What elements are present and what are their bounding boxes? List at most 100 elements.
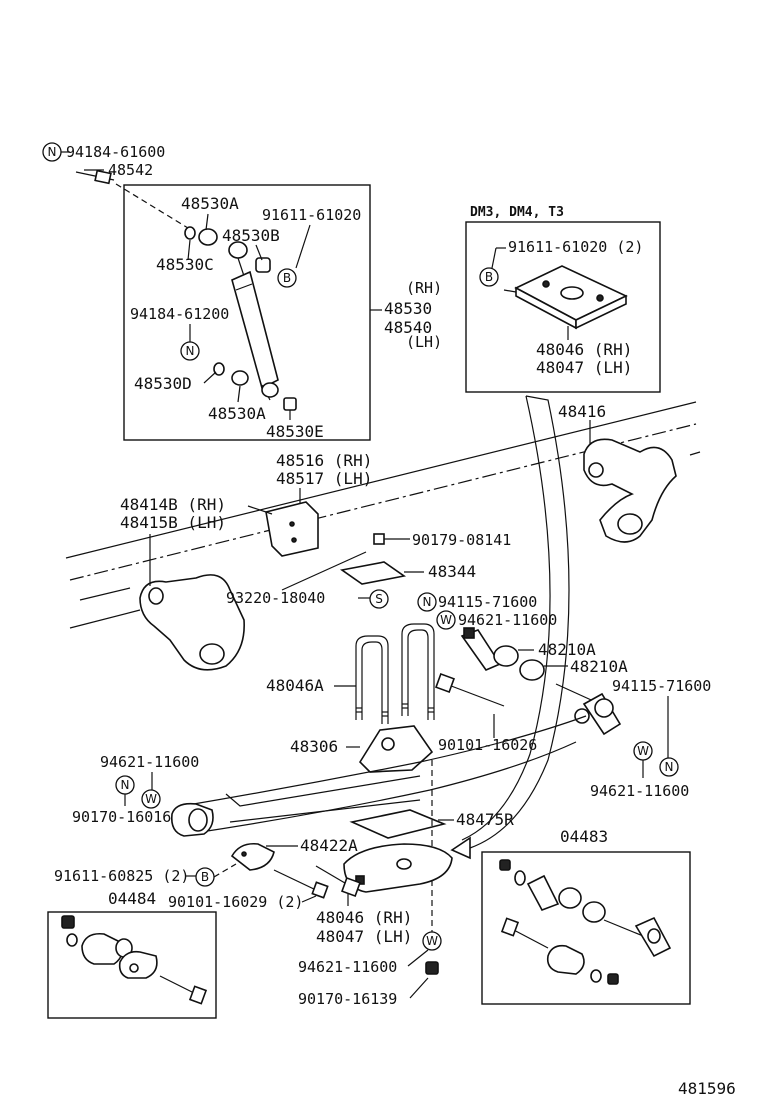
label-90179-08141: 90179-08141 bbox=[412, 531, 511, 549]
leader-48542-to-bushing bbox=[115, 183, 189, 229]
label-90170-16139: 90170-16139 bbox=[298, 990, 397, 1008]
label-94184-61200: 94184-61200 bbox=[130, 305, 229, 323]
bracket-48046-top-icon bbox=[503, 265, 628, 330]
label-48210A-b: 48210A bbox=[570, 657, 628, 676]
bushing-48530B-icon bbox=[255, 257, 271, 273]
bushing-48530D-icon bbox=[213, 362, 225, 376]
leaf-spring-icon bbox=[170, 715, 587, 837]
kit-04484-parts-icon bbox=[61, 915, 208, 1005]
symbol-b-variant-icon bbox=[479, 267, 499, 287]
kit-label-04484: 04484 bbox=[108, 889, 156, 908]
symbol-s-93220-icon bbox=[369, 589, 389, 609]
variant-header: DM3, DM4, T3 bbox=[470, 205, 564, 220]
variant-bracket-frame bbox=[465, 221, 661, 393]
symbol-n-text: N bbox=[423, 595, 432, 609]
label-48422A: 48422A bbox=[300, 836, 358, 855]
label-91611-61020-2: 91611-61020 (2) bbox=[508, 238, 643, 256]
kit-04483-parts-icon bbox=[499, 859, 672, 985]
assembly-arrow-icon bbox=[450, 395, 570, 860]
spring-seat-48046-icon bbox=[343, 843, 453, 893]
label-48516-rh: 48516 (RH) bbox=[276, 451, 372, 470]
kit-label-04483: 04483 bbox=[560, 827, 608, 846]
label-90101-16029: 90101-16029 (2) bbox=[168, 893, 303, 911]
label-48530A-bottom: 48530A bbox=[208, 404, 266, 423]
bracket-48516-icon bbox=[247, 501, 319, 557]
symbol-n-text: N bbox=[121, 778, 130, 792]
symbol-n-text: N bbox=[665, 760, 674, 774]
label-48046A: 48046A bbox=[266, 676, 324, 695]
u-bolt-48046A-icon bbox=[355, 623, 435, 724]
label-48475R: 48475R bbox=[456, 810, 514, 829]
bushing-48210A-a-icon bbox=[493, 645, 519, 667]
symbol-b-text: B bbox=[201, 870, 209, 884]
bolt-90179-icon bbox=[373, 533, 385, 545]
label-94621-11600-c: 94621-11600 bbox=[590, 782, 689, 800]
symbol-s-text: S bbox=[375, 592, 383, 606]
nut-90170-16139-icon bbox=[425, 961, 439, 975]
label-48540: 48540 bbox=[384, 318, 432, 337]
diagram-id: 481596 bbox=[678, 1079, 736, 1098]
label-94621-11600-a: 94621-11600 bbox=[458, 611, 557, 629]
label-48542: 48542 bbox=[108, 161, 153, 179]
label-48414B-rh: 48414B (RH) bbox=[120, 495, 226, 514]
bracket-48422A-icon bbox=[230, 842, 275, 871]
label-48344: 48344 bbox=[428, 562, 476, 581]
bolt-48542-icon bbox=[75, 169, 115, 185]
label-rh-48530: (RH) bbox=[406, 279, 442, 297]
label-48046-rh-top: 48046 (RH) bbox=[536, 340, 632, 359]
label-48530D: 48530D bbox=[134, 374, 192, 393]
kit-04483-frame bbox=[481, 851, 691, 1005]
label-48047-lh-top: 48047 (LH) bbox=[536, 358, 632, 377]
symbol-n-text: N bbox=[186, 344, 195, 358]
label-94621-11600-b: 94621-11600 bbox=[100, 753, 199, 771]
nut-48530E-icon bbox=[283, 397, 297, 411]
label-93220-18040: 93220-18040 bbox=[226, 589, 325, 607]
symbol-n-text: N bbox=[48, 145, 57, 159]
label-94621-11600-d: 94621-11600 bbox=[298, 958, 397, 976]
symbol-w-text: W bbox=[637, 744, 649, 758]
label-48530C: 48530C bbox=[156, 255, 214, 274]
pad-48306-icon bbox=[358, 725, 434, 773]
hanger-48414B-icon bbox=[139, 574, 245, 671]
label-90170-16016: 90170-16016 bbox=[72, 808, 171, 826]
label-48047-lh-bottom: 48047 (LH) bbox=[316, 927, 412, 946]
plate-48344-icon bbox=[339, 561, 407, 585]
shock-absorber-icon bbox=[228, 241, 279, 401]
bushing-48530A-top-icon bbox=[184, 226, 218, 246]
symbol-n-94115-b-icon bbox=[659, 757, 679, 777]
symbol-w-text: W bbox=[440, 613, 452, 627]
label-48530A-top: 48530A bbox=[181, 194, 239, 213]
symbol-n-94184-61200-icon bbox=[180, 341, 200, 361]
shackle-plate-icon bbox=[460, 627, 502, 671]
symbol-w-text: W bbox=[426, 934, 438, 948]
label-48210A-a: 48210A bbox=[538, 640, 596, 659]
symbol-w-94621-d-icon bbox=[422, 931, 442, 951]
bolt-90101-16026-icon bbox=[435, 673, 505, 707]
symbol-w-text: W bbox=[145, 792, 157, 806]
label-48416: 48416 bbox=[558, 402, 606, 421]
symbol-n-94115-a-icon bbox=[417, 592, 437, 612]
label-48517-lh: 48517 (LH) bbox=[276, 469, 372, 488]
label-48415B-lh: 48415B (LH) bbox=[120, 513, 226, 532]
symbol-b-text: B bbox=[485, 270, 493, 284]
label-48530B: 48530B bbox=[222, 226, 280, 245]
label-91611-60825: 91611-60825 (2) bbox=[54, 867, 189, 885]
label-94184-61600: 94184-61600 bbox=[66, 143, 165, 161]
label-48046-rh-bottom: 48046 (RH) bbox=[316, 908, 412, 927]
symbol-b-91611-61020-icon bbox=[277, 268, 297, 288]
symbol-w-94621-b-icon bbox=[141, 789, 161, 809]
label-48530E: 48530E bbox=[266, 422, 324, 441]
kit-04484-frame bbox=[47, 911, 217, 1019]
symbol-w-94621-a-icon bbox=[436, 610, 456, 630]
bushing-48210A-b-icon bbox=[519, 659, 545, 681]
label-94115-71600-a: 94115-71600 bbox=[438, 593, 537, 611]
shackle-assembly-icon bbox=[555, 683, 622, 736]
symbol-b-text: B bbox=[283, 271, 291, 285]
label-90101-16026: 90101-16026 bbox=[438, 736, 537, 754]
bushing-48530A-bottom-icon bbox=[231, 370, 249, 386]
label-91611-61020: 91611-61020 bbox=[262, 206, 361, 224]
frame-rail-upper bbox=[65, 401, 697, 559]
bolt-90101-16029-icon bbox=[273, 865, 361, 899]
shock-absorber-group-frame bbox=[123, 184, 371, 441]
